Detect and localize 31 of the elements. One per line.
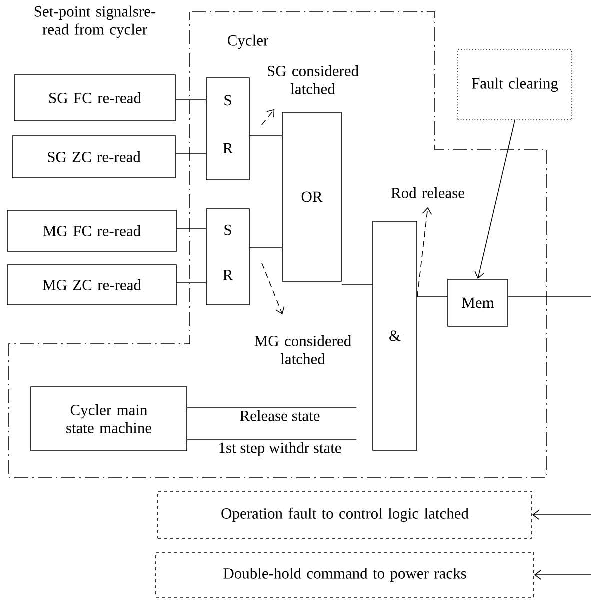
- logic-block: SG FC re-read: [14, 74, 176, 122]
- dashed-arrow: [262, 262, 285, 315]
- flip-flop-block: S R: [206, 78, 250, 180]
- edge-label: 1st step withdr state: [220, 442, 342, 456]
- process-box: Fault clearing: [458, 50, 572, 120]
- logic-block: SG ZC re-read: [12, 136, 176, 178]
- edge-label: Release state: [240, 410, 320, 422]
- arrow: [534, 570, 591, 580]
- connector-line: [342, 284, 373, 286]
- logic-block: MG FC re-read: [7, 210, 177, 252]
- flip-flop-block: S R: [206, 208, 250, 306]
- connector-line: [508, 296, 591, 298]
- region-label: Cycler: [228, 34, 269, 50]
- logic-block: Cycler main state machine: [30, 386, 188, 452]
- connector-line: [417, 296, 448, 298]
- logic-block: &: [372, 221, 418, 451]
- arrow: [532, 510, 591, 520]
- logic-block: Mem: [448, 279, 508, 327]
- output-box: Operation fault to control logic latched: [158, 491, 532, 539]
- logic-block: MG ZC re-read: [7, 264, 177, 306]
- connector-line: [176, 282, 206, 284]
- logic-block: OR: [282, 112, 342, 282]
- dashed-arrow: [262, 109, 275, 126]
- region-label: Set-point signalsre- read from cycler: [34, 6, 156, 38]
- dashed-arrow: [417, 207, 432, 298]
- arrow: [474, 120, 516, 280]
- signal-label: MG considered latched: [254, 336, 352, 364]
- connector-line: [176, 228, 206, 230]
- output-box: Double-hold command to power racks: [156, 552, 534, 598]
- signal-label: Rod release: [391, 188, 464, 198]
- signal-label: SG considered latched: [268, 66, 359, 94]
